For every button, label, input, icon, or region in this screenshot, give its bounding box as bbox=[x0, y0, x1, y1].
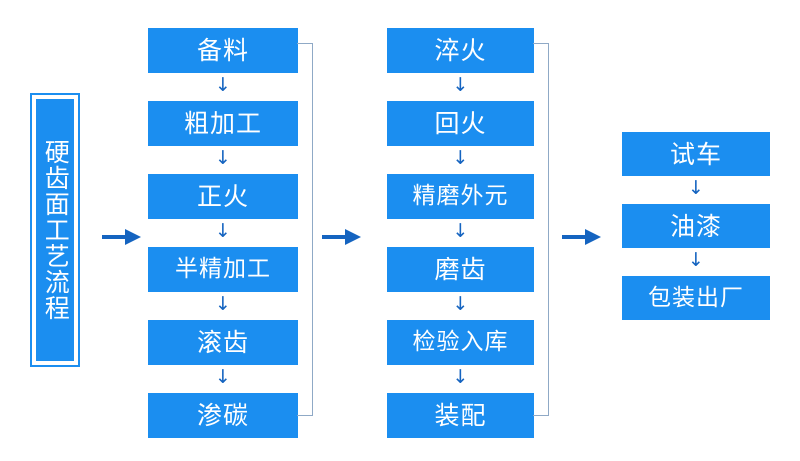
down-arrow-icon: ↓ bbox=[387, 76, 534, 95]
down-arrow-glyph: ↓ bbox=[452, 366, 469, 388]
process-node[interactable]: 备料 bbox=[148, 28, 298, 73]
process-node[interactable]: 粗加工 bbox=[148, 101, 298, 146]
down-arrow-icon: ↓ bbox=[148, 295, 298, 314]
down-arrow-glyph: ↓ bbox=[215, 366, 231, 388]
process-node[interactable]: 装配 bbox=[387, 393, 534, 438]
down-arrow-icon: ↓ bbox=[387, 222, 534, 241]
process-node[interactable]: 正火 bbox=[148, 174, 298, 219]
down-arrow-glyph: ↓ bbox=[452, 147, 469, 169]
process-node-label: 粗加工 bbox=[183, 109, 262, 138]
process-node[interactable]: 试车 bbox=[622, 132, 770, 176]
down-arrow-glyph: ↓ bbox=[688, 249, 704, 271]
down-arrow-icon: ↓ bbox=[622, 251, 770, 270]
down-arrow-icon: ↓ bbox=[148, 149, 298, 168]
process-node[interactable]: 检验入库 bbox=[387, 320, 534, 365]
down-arrow-glyph: ↓ bbox=[215, 293, 231, 315]
process-node[interactable]: 滚齿 bbox=[148, 320, 298, 365]
down-arrow-glyph: ↓ bbox=[215, 220, 231, 242]
down-arrow-glyph: ↓ bbox=[215, 147, 231, 169]
process-node-label: 滚齿 bbox=[196, 328, 249, 357]
process-node-label: 油漆 bbox=[669, 211, 722, 241]
down-arrow-icon: ↓ bbox=[148, 222, 298, 241]
down-arrow-glyph: ↓ bbox=[452, 74, 469, 96]
down-arrow-glyph: ↓ bbox=[452, 293, 469, 315]
process-node-label: 半精加工 bbox=[175, 256, 271, 282]
process-node-label: 渗碳 bbox=[196, 401, 249, 430]
down-arrow-icon: ↓ bbox=[387, 295, 534, 314]
process-title-plate: 硬齿面工艺流程 bbox=[30, 93, 80, 367]
process-node[interactable]: 油漆 bbox=[622, 204, 770, 248]
process-node[interactable]: 磨齿 bbox=[387, 247, 534, 292]
down-arrow-icon: ↓ bbox=[148, 76, 298, 95]
connector-arrow-plate-to-column-1 bbox=[100, 226, 142, 248]
down-arrow-icon: ↓ bbox=[622, 179, 770, 198]
process-node[interactable]: 渗碳 bbox=[148, 393, 298, 438]
process-node[interactable]: 淬火 bbox=[387, 28, 534, 73]
process-node-label: 备料 bbox=[196, 36, 249, 65]
process-node-label: 回火 bbox=[434, 109, 487, 138]
column-2-return-bracket bbox=[533, 43, 549, 416]
process-node[interactable]: 半精加工 bbox=[148, 247, 298, 292]
process-node[interactable]: 回火 bbox=[387, 101, 534, 146]
process-node-label: 磨齿 bbox=[434, 255, 487, 284]
down-arrow-icon: ↓ bbox=[387, 368, 534, 387]
connector-arrow-column-1-to-column-2 bbox=[320, 226, 362, 248]
column-1-return-bracket bbox=[297, 43, 313, 416]
down-arrow-icon: ↓ bbox=[387, 149, 534, 168]
down-arrow-glyph: ↓ bbox=[452, 220, 469, 242]
down-arrow-glyph: ↓ bbox=[688, 177, 704, 199]
process-node-label: 淬火 bbox=[434, 36, 487, 65]
process-node-label: 正火 bbox=[196, 182, 249, 211]
down-arrow-icon: ↓ bbox=[148, 368, 298, 387]
process-node-label: 包装出厂 bbox=[648, 284, 744, 311]
down-arrow-glyph: ↓ bbox=[215, 74, 231, 96]
process-node[interactable]: 精磨外元 bbox=[387, 174, 534, 219]
process-node-label: 装配 bbox=[434, 401, 487, 430]
process-node[interactable]: 包装出厂 bbox=[622, 276, 770, 320]
process-node-label: 精磨外元 bbox=[412, 183, 509, 209]
process-title-plate-inner: 硬齿面工艺流程 bbox=[35, 98, 75, 362]
process-node-label: 检验入库 bbox=[412, 329, 509, 355]
connector-arrow-column-2-to-column-3 bbox=[560, 226, 602, 248]
process-title-label: 硬齿面工艺流程 bbox=[41, 139, 71, 321]
process-node-label: 试车 bbox=[669, 139, 722, 169]
